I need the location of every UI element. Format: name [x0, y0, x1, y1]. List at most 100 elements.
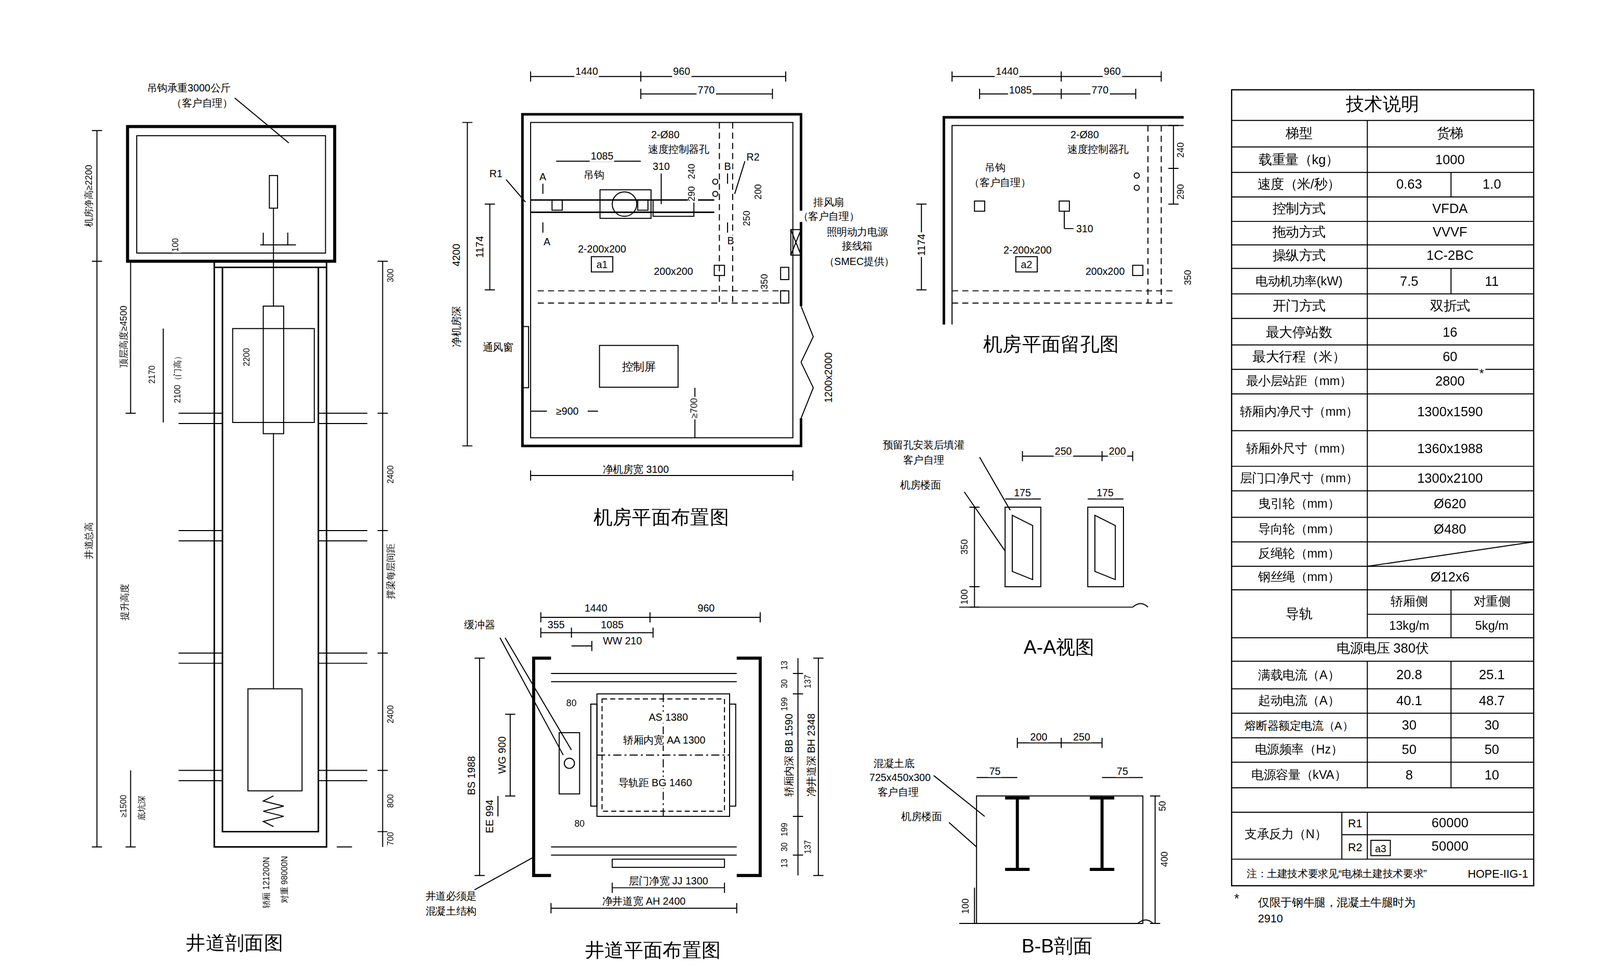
table-cell: 2910: [1257, 911, 1285, 925]
table-cell: 对重侧: [1472, 595, 1512, 610]
drawing-label: 2200: [243, 347, 253, 368]
table-cell: 电源频率（Hz）: [1253, 743, 1345, 757]
drawing-label: （客户自理）: [968, 177, 1033, 189]
drawing-label: 井道平面布置图: [584, 940, 722, 962]
drawing-label: EE 994: [484, 798, 496, 835]
table-cell: 开门方式: [1271, 298, 1327, 314]
drawing-label: 310: [651, 160, 671, 173]
table-cell: 操纵方式: [1271, 248, 1327, 264]
drawing-label: 350: [1183, 268, 1194, 286]
drawing-label: 355: [546, 618, 566, 631]
table-cell: Ø620: [1432, 496, 1467, 512]
drawing-label: WG 900: [496, 735, 508, 775]
drawing-label: 1174: [915, 232, 928, 257]
control-panel-box: 控制屏: [599, 345, 679, 388]
drawing-label: R1: [488, 167, 504, 180]
drawing-label: 250: [1053, 445, 1074, 457]
drawing-label: 2-Ø80: [650, 128, 681, 141]
reference-tag: a1: [590, 256, 614, 273]
drawing-label: 80: [565, 698, 578, 709]
drawing-label: 2100（门高）: [174, 351, 183, 405]
table-cell: 30: [1400, 718, 1418, 733]
table-cell: 货梯: [1435, 126, 1465, 141]
table-cell: 双折式: [1429, 298, 1472, 314]
table-cell: Ø12x6: [1429, 570, 1471, 585]
table-cell: 60000: [1430, 816, 1470, 831]
drawing-label: 速度控制器孔: [646, 143, 711, 155]
drawing-label: 井道必须是: [424, 890, 478, 902]
drawing-label: 1200x2000: [823, 351, 835, 404]
drawing-label: 接线箱: [840, 240, 874, 252]
node-text: a2: [1021, 258, 1033, 271]
table-cell: 13kg/m: [1387, 619, 1431, 634]
drawing-label: 机房楼面: [898, 479, 942, 491]
drawing-label: B-B剖面: [1020, 936, 1094, 958]
drawing-label: 80: [573, 819, 587, 830]
drawing-label: 137: [804, 673, 814, 690]
table-cell: 电源电压 380伏: [1335, 641, 1430, 657]
drawing-label: 2400: [387, 464, 396, 485]
table-cell: 支承反力（N）: [1243, 827, 1328, 842]
drawing-label: 100: [961, 897, 972, 915]
drawing-label: 轿厢内深 BB 1590: [783, 712, 795, 798]
table-cell: *: [1478, 367, 1486, 382]
table-cell: 1360x1988: [1416, 441, 1484, 457]
drawing-label: 1085: [1008, 84, 1034, 96]
table-cell: *: [1233, 891, 1241, 907]
drawing-label: 机房楼面: [900, 810, 943, 823]
table-cell: VFDA: [1431, 202, 1469, 217]
table-cell: 轿厢侧: [1389, 595, 1429, 610]
drawing-label: 层门净宽 JJ 1300: [627, 875, 710, 887]
reference-tag: a2: [1015, 256, 1038, 273]
drawing-label: 2-Ø80: [1069, 128, 1101, 141]
drawing-label: ≥1500: [120, 794, 129, 819]
drawing-label: （SMEC提供）: [823, 255, 896, 268]
table-cell: 0.63: [1395, 177, 1424, 192]
table-cell: 满载电流（A）: [1257, 668, 1341, 683]
drawing-label: 310: [1075, 222, 1095, 235]
drawing-label: 770: [1090, 84, 1110, 96]
table-cell: 最大行程（米）: [1251, 349, 1347, 365]
drawing-label: 100: [960, 588, 971, 606]
table-cell: 技术说明: [1344, 95, 1421, 116]
drawing-label: 照明动力电源: [825, 226, 890, 238]
drawing-label: 300: [387, 267, 396, 284]
drawing-label: 200: [1107, 445, 1128, 457]
drawing-label: 200x200: [652, 266, 694, 278]
table-cell: 钢丝绳（mm）: [1257, 570, 1341, 585]
drawing-label: 吊钩: [582, 168, 605, 181]
drawing-label: 2-200x200: [576, 243, 628, 255]
table-cell: 20.8: [1395, 668, 1424, 683]
table-cell: 起动电流（A）: [1257, 694, 1341, 708]
table-cell: R1: [1346, 817, 1364, 830]
drawing-label: 175: [1095, 487, 1115, 499]
drawing-label: 200: [754, 182, 764, 201]
table-cell: 电源容量（kVA）: [1250, 768, 1348, 783]
drawing-label: 机房平面布置图: [592, 507, 731, 530]
drawing-label: 井道总高: [84, 521, 95, 561]
table-cell: 1300x1590: [1416, 404, 1484, 420]
drawing-label: 290: [1176, 182, 1187, 201]
table-cell: 7.5: [1398, 274, 1420, 289]
drawing-label: 75: [1115, 765, 1130, 778]
table-cell: 1000: [1434, 152, 1466, 168]
drawing-label: A-A视图: [1022, 637, 1096, 659]
drawing-label: 2170: [148, 364, 158, 385]
drawing-label: ≥900: [554, 405, 580, 418]
drawing-label: （客户自理）: [797, 210, 861, 222]
drawing-label: 800: [387, 792, 396, 809]
drawing-label: 960: [696, 602, 716, 615]
drawing-label: 725x450x300: [868, 771, 932, 784]
drawing-label: 13: [781, 659, 790, 671]
drawing-label: 轿厢 121200N: [262, 855, 272, 910]
table-cell: HOPE-IIG-1: [1466, 867, 1529, 880]
drawing-label: 400: [1160, 850, 1171, 868]
table-cell: 50: [1400, 742, 1418, 758]
drawing-label: 200x200: [1084, 266, 1126, 278]
table-cell: 最小层站距（mm）: [1245, 374, 1354, 389]
drawing-label: 缓冲器: [463, 618, 496, 631]
drawing-label: 290: [688, 184, 698, 203]
table-cell: 梯型: [1284, 126, 1314, 141]
drawing-label: B: [723, 160, 733, 173]
drawing-label: 混凝土底: [872, 757, 916, 770]
